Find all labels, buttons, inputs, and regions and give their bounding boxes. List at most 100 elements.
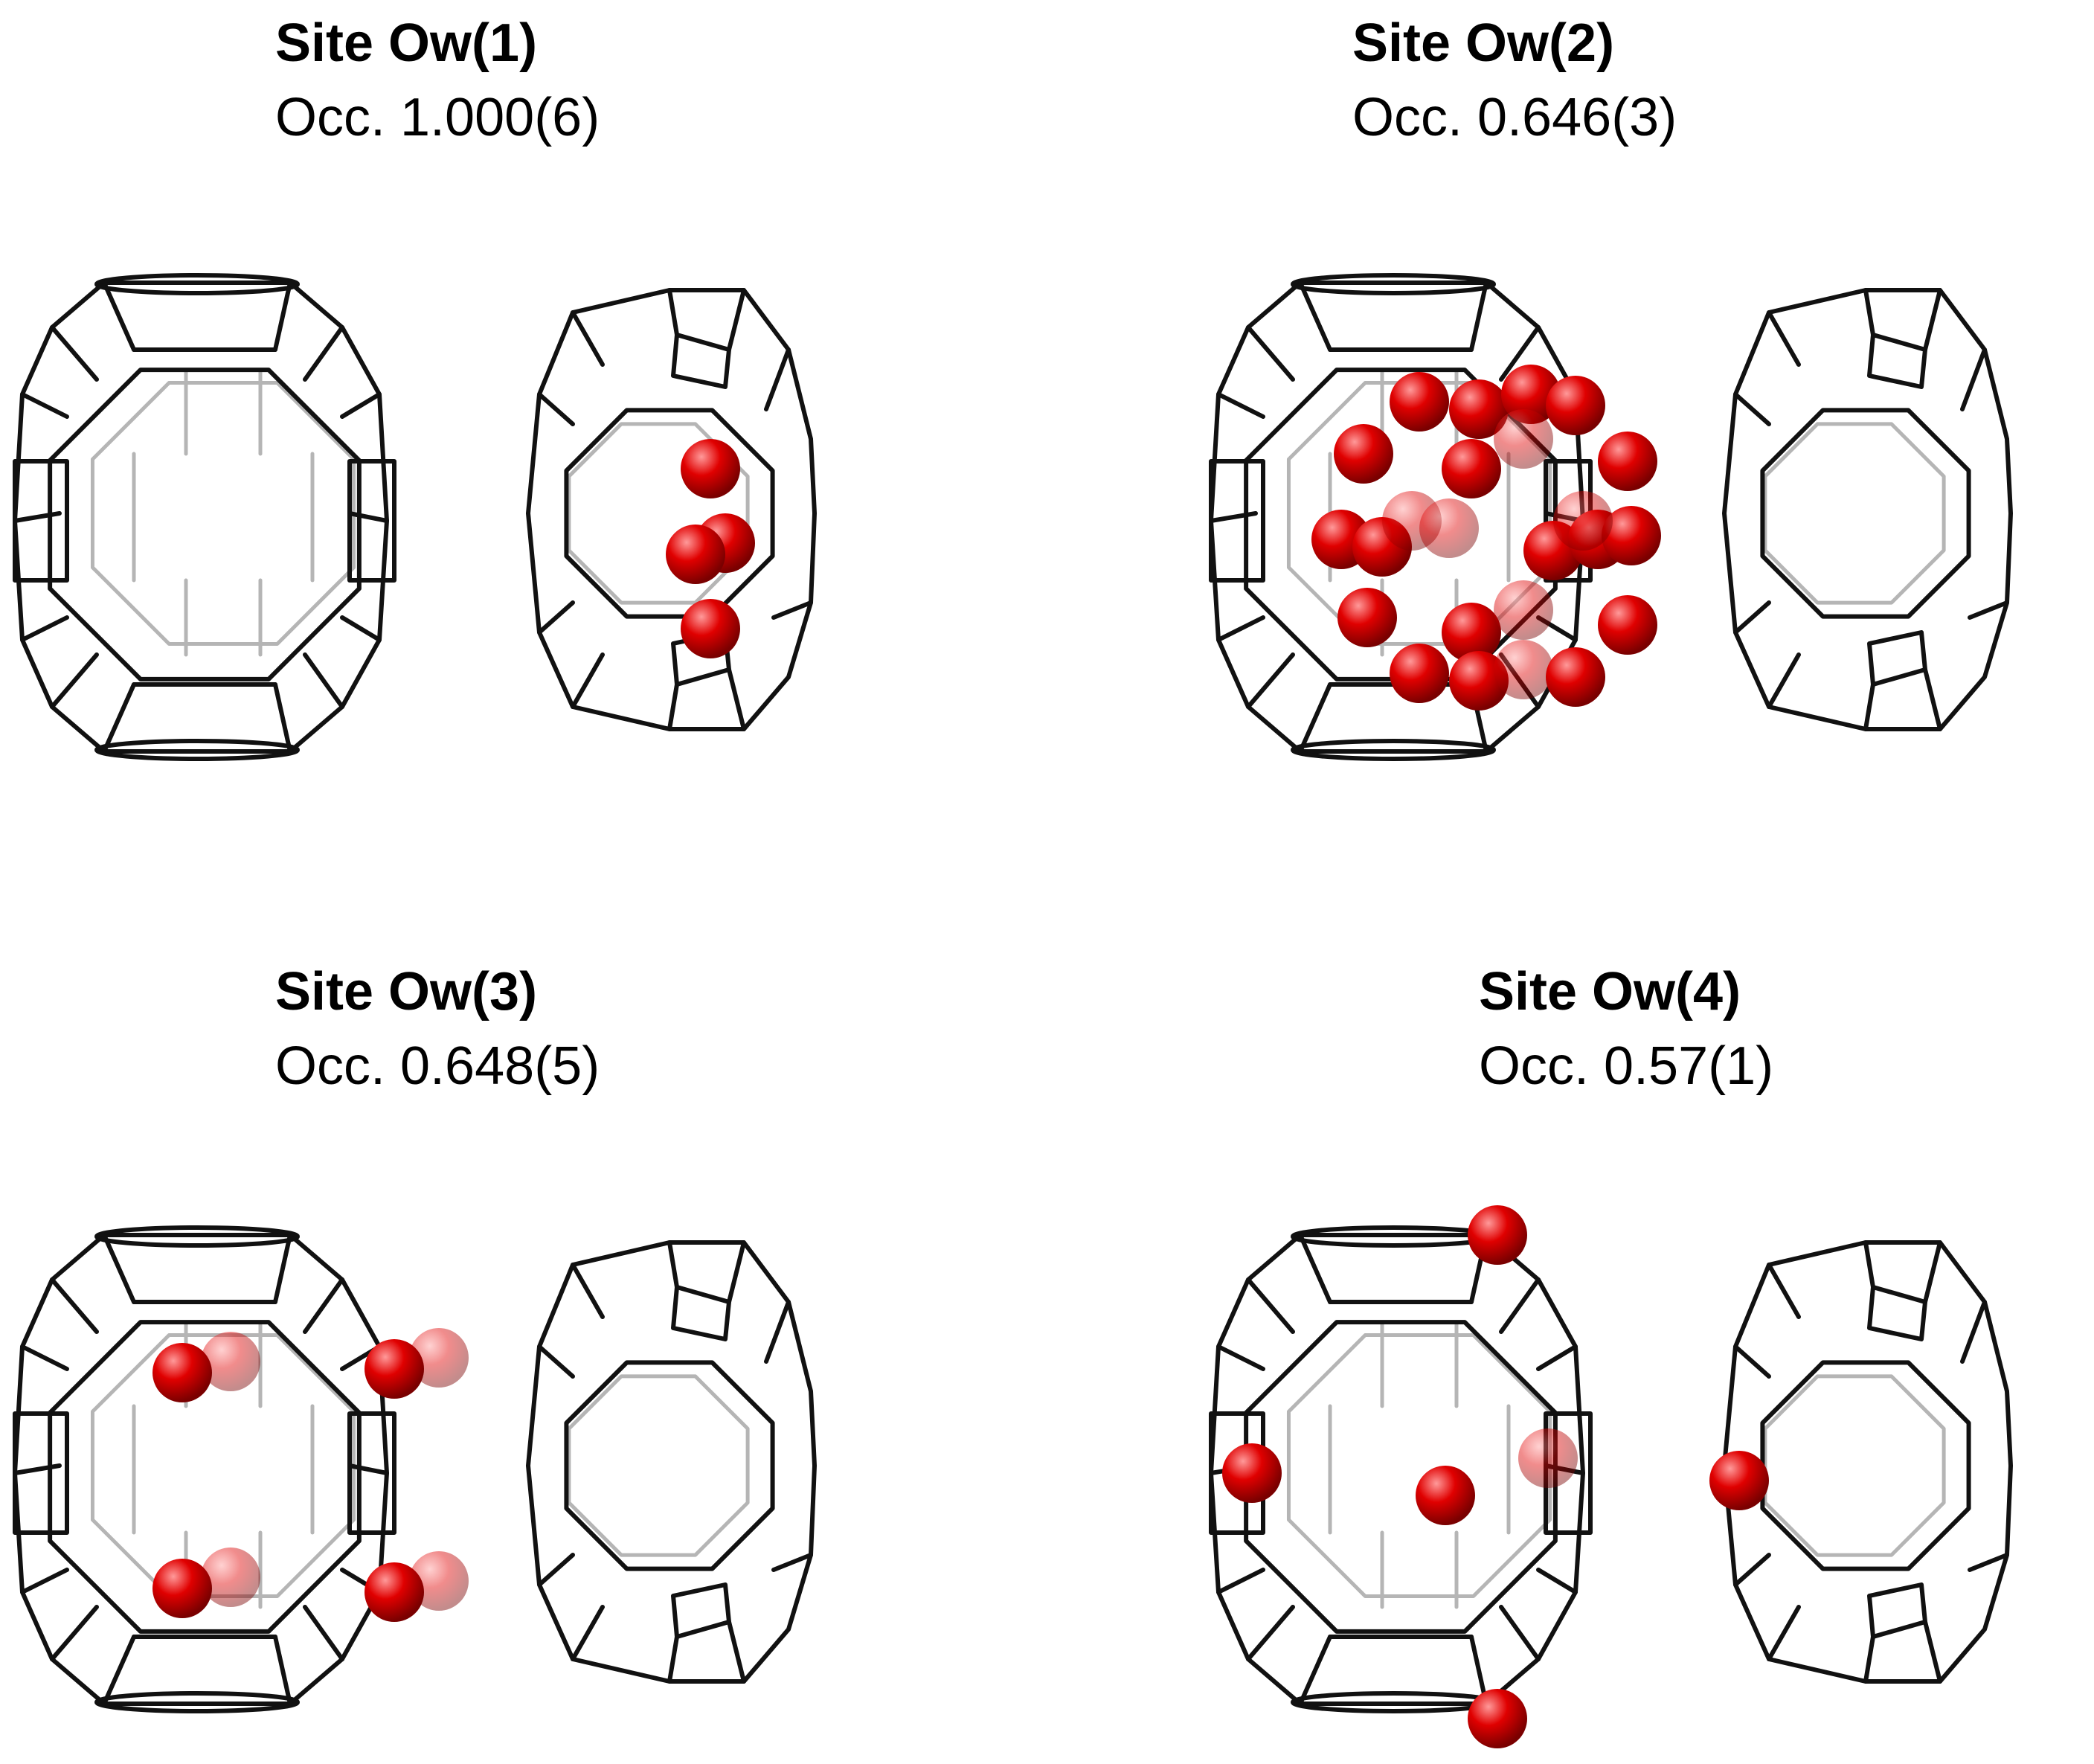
cage-diagram-ow1	[13, 273, 817, 761]
large-cage-edge	[273, 682, 292, 754]
large-cage-edge	[102, 1233, 136, 1304]
small-cage-edge	[667, 288, 679, 337]
large-cage-edge	[347, 1463, 389, 1475]
water-oxygen-atom	[681, 439, 740, 498]
water-oxygen-atom	[1449, 651, 1509, 711]
small-cage-edge	[1767, 652, 1801, 709]
small-cage-edge	[537, 1553, 575, 1587]
large-cage-edge	[13, 1463, 62, 1475]
occupancy-label: Occ. 0.646(3)	[1352, 88, 1677, 147]
water-oxygen-atom	[1546, 647, 1605, 707]
small-cage-edge	[727, 288, 746, 352]
large-cage-edge	[1536, 1344, 1578, 1371]
large-cage-edge	[102, 682, 136, 754]
water-oxygen-atom	[1598, 432, 1657, 491]
large-cage	[13, 1225, 396, 1713]
large-cage-edge	[303, 1277, 344, 1334]
panel-site-ow2: Site Ow(2) Occ. 0.646(3)	[1047, 0, 2094, 882]
small-cage-outline	[1722, 288, 2013, 731]
water-oxygen-atom	[1222, 1443, 1282, 1503]
large-cage-edge	[20, 1344, 69, 1371]
large-cage-side-square	[347, 459, 396, 583]
small-cage-edge	[1767, 310, 1801, 367]
small-cage-edge	[1767, 1605, 1801, 1661]
occupancy-label: Occ. 1.000(6)	[275, 88, 600, 147]
small-cage-top-square	[671, 1285, 731, 1341]
small-cage-edge	[1960, 1300, 1987, 1364]
small-cage	[1722, 288, 2013, 731]
water-oxygen-atom	[1546, 376, 1605, 435]
water-oxygen-atom	[1416, 1466, 1475, 1525]
water-oxygen-atom	[1449, 379, 1509, 439]
site-label: Site Ow(4)	[1479, 962, 1741, 1021]
small-cage-front-octagon	[1760, 1360, 1971, 1571]
water-oxygen-atom	[1494, 640, 1553, 699]
small-cage-edge	[571, 1263, 605, 1319]
panel-site-ow4: Site Ow(4) Occ. 0.57(1)	[1047, 882, 2094, 1763]
large-cage-bottom-rim	[94, 1691, 300, 1713]
large-cage-edge	[50, 652, 99, 709]
large-cage-edge	[20, 1568, 69, 1594]
water-oxygen-atom	[409, 1328, 469, 1388]
large-cage-edge	[102, 280, 136, 352]
occupancy-label: Occ. 0.57(1)	[1479, 1036, 1774, 1096]
large-cage-edge	[50, 1605, 99, 1661]
large-cage-edge	[1499, 325, 1541, 382]
large-cage-edge	[340, 615, 382, 642]
large-cage	[13, 273, 396, 761]
water-oxygen-atom	[364, 1339, 424, 1399]
large-cage-side-square	[1209, 1411, 1265, 1535]
small-cage-back-octagon	[567, 1374, 750, 1557]
water-oxygen-atom	[1709, 1451, 1769, 1510]
small-cage-edge	[1960, 347, 1987, 411]
small-cage-bottom-square	[1867, 630, 1927, 687]
large-cage-edge	[1298, 682, 1332, 754]
small-cage-outline	[526, 288, 817, 731]
water-oxygen-atom	[1553, 491, 1613, 551]
small-cage-back-octagon	[1763, 1374, 1946, 1557]
large-cage-edge	[273, 280, 292, 352]
water-oxygen-atom	[409, 1551, 469, 1611]
large-cage-edge	[347, 511, 389, 523]
small-cage-edge	[571, 1605, 605, 1661]
cage-diagram-ow2	[1209, 273, 2013, 761]
water-oxygen-atom	[1494, 580, 1553, 640]
small-cage-edge	[667, 1240, 679, 1289]
small-cage-edge	[771, 1553, 813, 1572]
site-label: Site Ow(1)	[275, 13, 538, 73]
small-cage-edge	[1923, 667, 1942, 731]
water-oxygen-atom	[1334, 424, 1393, 484]
small-cage-edge	[1923, 288, 1942, 352]
panel-site-ow1: Site Ow(1) Occ. 1.000(6)	[0, 0, 1047, 882]
water-oxygen-atom	[1598, 595, 1657, 655]
large-cage-side-square	[13, 1411, 69, 1535]
large-cage-edge	[273, 1233, 292, 1304]
large-cage-edge	[1536, 1568, 1578, 1594]
large-cage-edge	[1216, 392, 1265, 419]
small-cage-edge	[1968, 1553, 2009, 1572]
small-cage-edge	[1863, 1240, 1875, 1289]
water-oxygen-atom	[1390, 644, 1449, 703]
small-cage-edge	[727, 1240, 746, 1304]
large-cage-edge	[1298, 1233, 1332, 1304]
panel-site-ow3: Site Ow(3) Occ. 0.648(5)	[0, 882, 1047, 1763]
water-oxygen-atom	[1602, 506, 1661, 565]
small-cage-edge	[1968, 600, 2009, 620]
large-cage-edge	[102, 1635, 136, 1706]
water-oxygen-atom	[1337, 588, 1397, 647]
large-cage-edge	[1246, 325, 1295, 382]
large-cage-bottom-rim	[94, 739, 300, 761]
large-cage-edge	[1246, 652, 1295, 709]
small-cage-bottom-square	[1867, 1582, 1927, 1639]
small-cage-front-octagon	[1760, 408, 1971, 619]
site-label: Site Ow(3)	[275, 962, 538, 1021]
large-cage-edge	[1298, 1635, 1332, 1706]
small-cage-edge	[764, 1300, 791, 1364]
small-cage-edge	[1733, 392, 1771, 426]
water-oxygen-atom	[1518, 1428, 1578, 1488]
small-cage-edge	[1733, 1553, 1771, 1587]
small-cage-edge	[667, 682, 679, 731]
large-cage-top-rim	[94, 273, 300, 295]
site-label: Site Ow(2)	[1352, 13, 1615, 73]
water-oxygen-atom	[364, 1562, 424, 1622]
